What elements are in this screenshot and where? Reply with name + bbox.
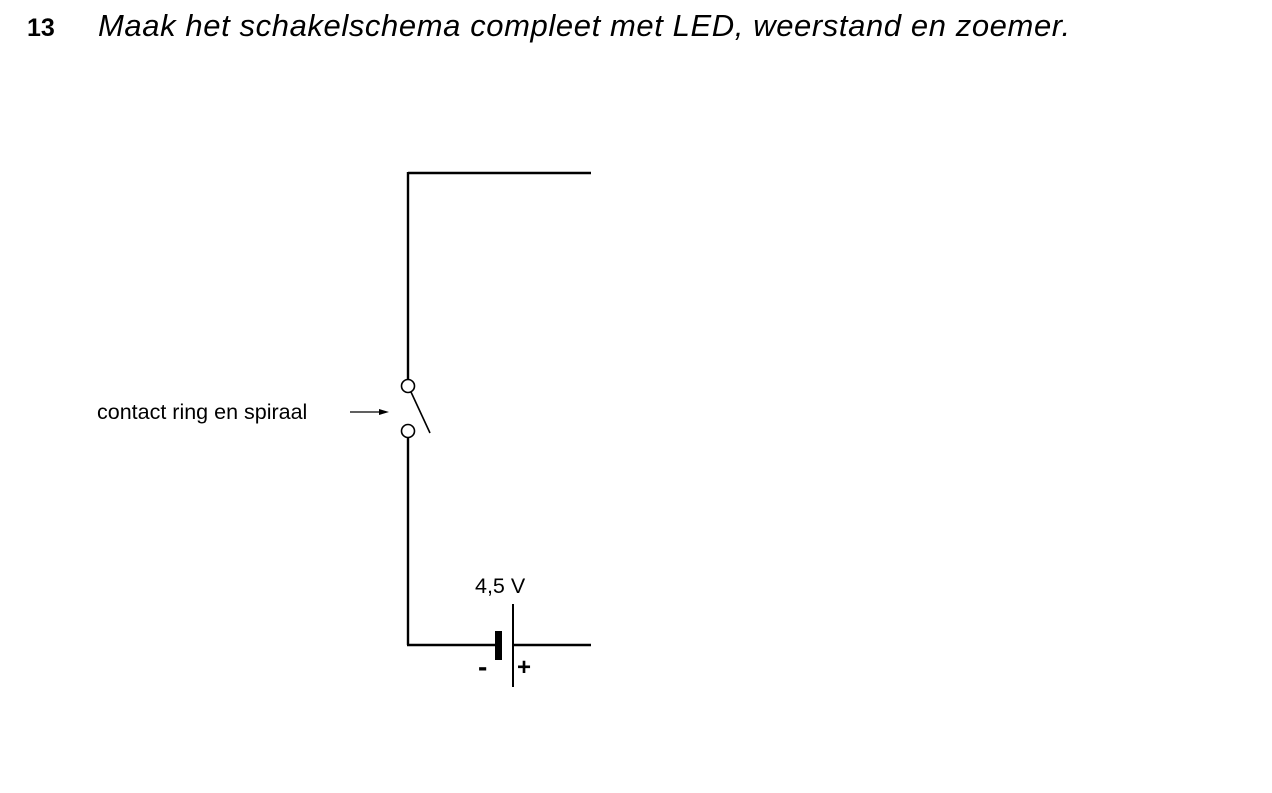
- battery-minus-plate: [495, 631, 502, 660]
- switch-contact-top: [400, 378, 416, 394]
- switch-contact-bottom: [400, 423, 416, 439]
- switch-pointer-arrow-head: [379, 409, 389, 415]
- switch-label: contact ring en spiraal: [97, 400, 307, 424]
- battery-minus-label: -: [478, 651, 487, 682]
- switch-lever: [410, 391, 431, 434]
- question-number: 13: [27, 14, 55, 42]
- battery-plus-label: +: [517, 654, 531, 681]
- question-text: Maak het schakelschema compleet met LED,…: [98, 8, 1071, 43]
- battery-voltage-label: 4,5 V: [475, 574, 526, 598]
